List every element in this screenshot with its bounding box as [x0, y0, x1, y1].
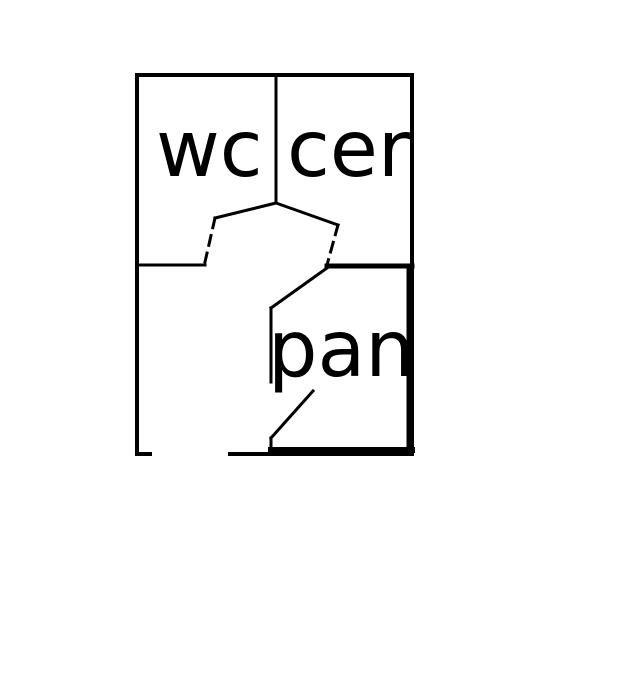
- pan-upper-door: [268, 265, 330, 311]
- pan-lower-door: [268, 388, 316, 441]
- room-label-cer: cer: [287, 105, 411, 195]
- room-label-pan: pan: [268, 305, 415, 395]
- wc-door-wall: [213, 201, 278, 220]
- cer-door-wall: [274, 201, 340, 227]
- cer-door-swing: [325, 223, 340, 267]
- room-label-wc: wc: [156, 105, 263, 195]
- wc-door-swing: [203, 216, 217, 264]
